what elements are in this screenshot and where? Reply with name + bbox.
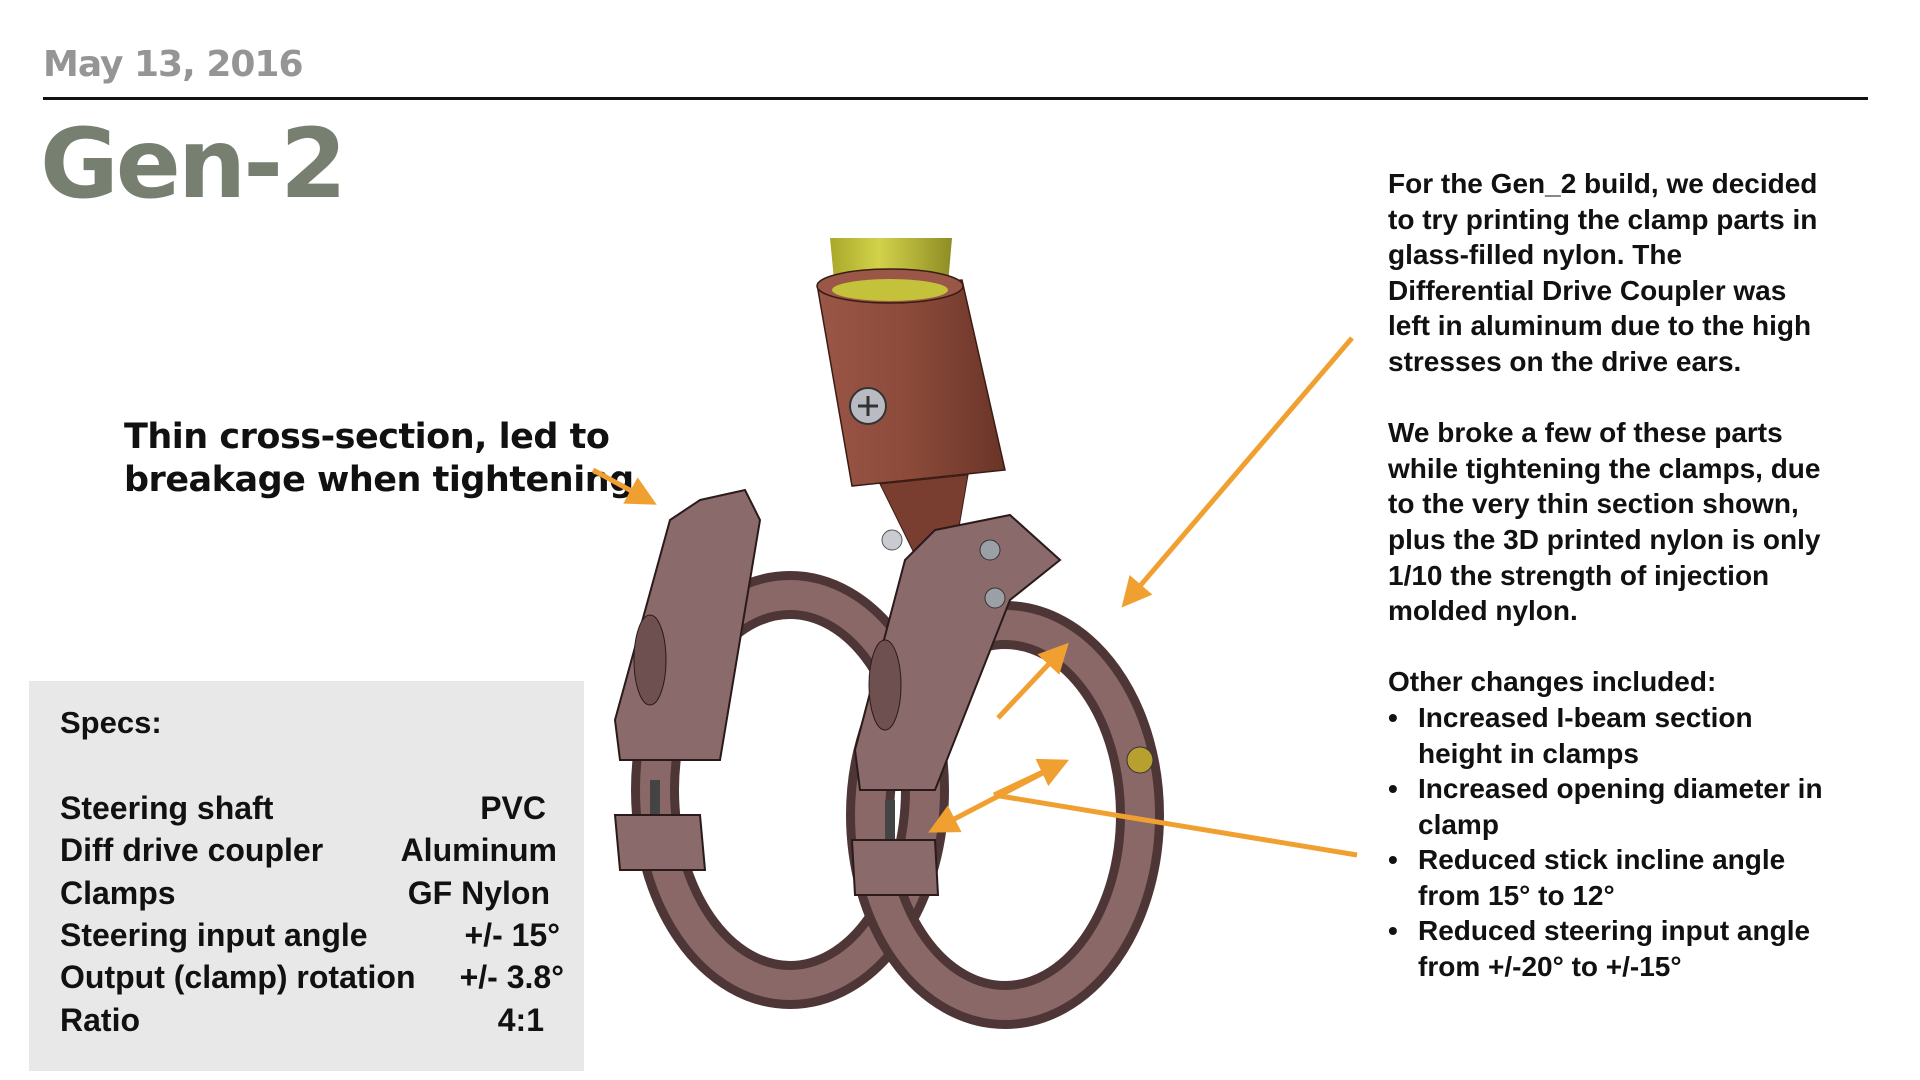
text-line: from 15° to 12° xyxy=(1418,879,1615,911)
screw-icon xyxy=(849,387,887,425)
text-line: Reduced steering input angle xyxy=(1418,915,1811,947)
spec-label: Steering shaft xyxy=(60,790,274,826)
spec-row: Steering input angle +/- 15° xyxy=(60,917,560,959)
text-line: For the Gen_2 build, we decided xyxy=(1388,168,1818,199)
arrow-ibeam xyxy=(996,642,1069,720)
text-line: Increased I-beam section xyxy=(1418,701,1753,733)
specs-panel: Specs: Steering shaft PVC Diff drive coup… xyxy=(29,681,584,1071)
spec-value: GF Nylon xyxy=(407,875,550,911)
diff-drive-coupler xyxy=(816,268,1006,556)
text-line: clamp xyxy=(1418,808,1499,840)
text-line: Reduced stick incline angle xyxy=(1418,844,1786,876)
text-line: Increased opening diameter in xyxy=(1418,773,1823,805)
spec-value: +/- 15° xyxy=(464,917,560,953)
notes-text: For the Gen_2 build, we decided to try p… xyxy=(1388,166,1888,985)
text-line: molded nylon. xyxy=(1388,595,1578,627)
spec-row: Output (clamp) rotation +/- 3.8° xyxy=(60,959,564,1001)
slide-date: May 13, 2016 xyxy=(43,44,304,85)
text-line: glass-filled nylon. The xyxy=(1388,239,1683,271)
spec-row: Diff drive coupler Aluminum xyxy=(60,832,560,874)
text-line: to try printing the clamp parts in xyxy=(1388,203,1818,235)
annotation-arrows xyxy=(591,336,1358,858)
arrow-opening-right xyxy=(992,758,1070,798)
breakage-callout: Thin cross-section, led to breakage when… xyxy=(124,416,634,502)
spec-value: 4:1 xyxy=(497,1002,544,1038)
spec-label: Diff drive coupler xyxy=(60,832,324,868)
arrow-drive-ears xyxy=(1121,336,1354,608)
text-line: height in clamps xyxy=(1418,737,1639,769)
text-line: left in aluminum due to the high xyxy=(1388,310,1812,342)
list-item: Reduced steering input angle from +/-20° … xyxy=(1388,913,1888,984)
callout-line: breakage when tightening xyxy=(124,460,634,500)
spec-row: Steering shaft PVC xyxy=(60,790,560,832)
text-line: plus the 3D printed nylon is only xyxy=(1388,523,1821,555)
text-line: Differential Drive Coupler was xyxy=(1388,274,1787,306)
spec-label: Clamps xyxy=(60,875,176,911)
spec-row: Ratio 4:1 xyxy=(60,1002,560,1044)
specs-heading: Specs: xyxy=(60,705,162,740)
spec-value: +/- 3.8° xyxy=(459,959,564,995)
text-line: to the very thin section shown, xyxy=(1388,488,1799,520)
arrow-opening-leader xyxy=(993,792,1358,858)
header-divider xyxy=(43,97,1868,100)
text-line: 1/10 the strength of injection xyxy=(1388,559,1770,591)
spec-label: Ratio xyxy=(60,1002,140,1038)
right-clamp xyxy=(846,513,1164,1029)
spec-value: Aluminum xyxy=(400,832,557,868)
text-line: from +/-20° to +/-15° xyxy=(1418,951,1682,983)
text-line: while tightening the clamps, due xyxy=(1388,452,1821,484)
list-item: Increased I-beam section height in clamps xyxy=(1388,700,1888,771)
spec-label: Output (clamp) rotation xyxy=(60,959,416,995)
notes-paragraph-material: For the Gen_2 build, we decided to try p… xyxy=(1388,166,1888,380)
spec-value: PVC xyxy=(480,790,546,826)
slide-title: Gen-2 xyxy=(40,108,347,220)
changes-list: Increased I-beam section height in clamps… xyxy=(1388,700,1888,985)
notes-paragraph-breakage: We broke a few of these parts while tigh… xyxy=(1388,415,1888,629)
steering-shaft xyxy=(830,238,952,300)
left-clamp xyxy=(613,488,949,1009)
spec-label: Steering input angle xyxy=(60,917,368,953)
spec-row: Clamps GF Nylon xyxy=(60,875,560,917)
changes-heading: Other changes included: xyxy=(1388,666,1717,698)
callout-line: Thin cross-section, led to xyxy=(124,417,610,457)
arrow-opening-left xyxy=(928,761,1062,833)
text-line: stresses on the drive ears. xyxy=(1388,345,1742,377)
text-line: We broke a few of these parts xyxy=(1388,417,1783,449)
